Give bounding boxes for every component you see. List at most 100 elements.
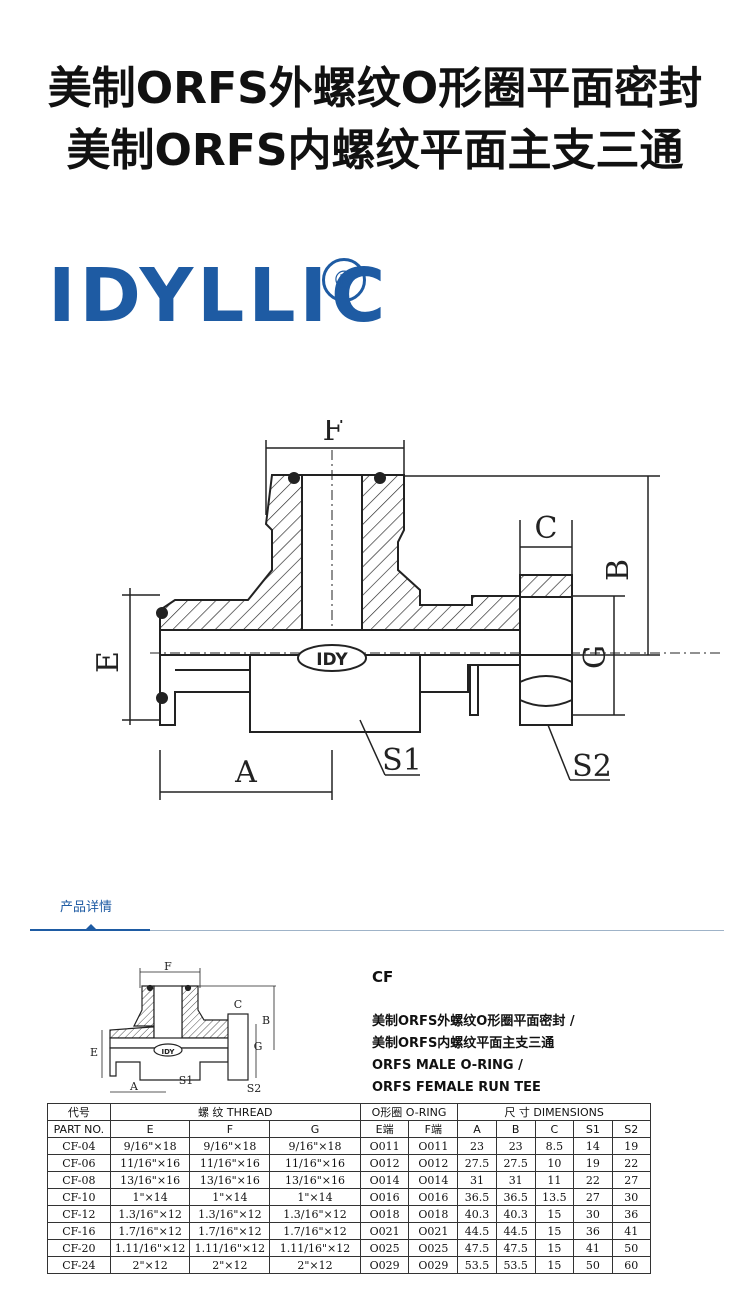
fitting-drawing-small: F C B E G A S1 S2 IDY — [90, 960, 276, 1095]
table-cell: O016 — [408, 1188, 459, 1206]
registered-mark-icon: ® — [322, 258, 366, 302]
table-cell: 2"×12 — [109, 1256, 191, 1274]
table-cell: O012 — [408, 1154, 459, 1172]
header-oring: O形圈 O-RING — [359, 1103, 459, 1121]
table-cell: O021 — [359, 1222, 410, 1240]
page-title-line-1: 美制ORFS外螺纹O形圈平面密封 — [47, 63, 703, 114]
header-s2: S2 — [611, 1120, 652, 1138]
table-cell: 30 — [573, 1205, 613, 1223]
table-cell: O018 — [359, 1205, 410, 1223]
table-cell: 1.3/16"×12 — [269, 1205, 361, 1223]
table-cell: 11/16"×16 — [109, 1154, 191, 1172]
table-cell: 9/16"×18 — [109, 1137, 191, 1155]
table-cell: 1"×14 — [269, 1188, 361, 1206]
header-e-end: E端 — [359, 1120, 410, 1138]
header-f-end: F端 — [408, 1120, 459, 1138]
table-cell: 30 — [611, 1188, 652, 1206]
table-cell: 44.5 — [495, 1222, 536, 1240]
table-cell: 53.5 — [495, 1256, 536, 1274]
table-cell: 10 — [534, 1154, 575, 1172]
table-cell: 47.5 — [495, 1239, 536, 1257]
table-cell: 22 — [573, 1171, 613, 1189]
table-cell: O021 — [408, 1222, 459, 1240]
table-cell: O016 — [359, 1188, 410, 1206]
table-cell: 27.5 — [495, 1154, 536, 1172]
table-cell: 22 — [611, 1154, 652, 1172]
table-cell: 47.5 — [457, 1239, 497, 1257]
table-cell: CF-12 — [47, 1205, 111, 1223]
dim-label-a: A — [234, 755, 257, 790]
small-dim-label-g: G — [254, 1040, 263, 1053]
small-dim-label-s1: S1 — [179, 1074, 194, 1087]
table-cell: 27.5 — [457, 1154, 497, 1172]
table-cell: O025 — [359, 1239, 410, 1257]
table-cell: 15 — [534, 1256, 575, 1274]
table-cell: 1.3/16"×12 — [109, 1205, 191, 1223]
table-cell: 1.7/16"×12 — [109, 1222, 191, 1240]
table-cell: 1"×14 — [109, 1188, 191, 1206]
header-b: B — [495, 1120, 536, 1138]
product-desc-cn-2: 美制ORFS内螺纹平面主支三通 — [372, 1036, 555, 1051]
table-cell: O014 — [359, 1171, 410, 1189]
header-a: A — [457, 1120, 497, 1138]
table-cell: 27 — [611, 1171, 652, 1189]
table-header-row: PART NO. E F G E端 F端 A B C S1 S2 — [47, 1120, 652, 1138]
product-desc-en-1: ORFS MALE O-RING / — [372, 1058, 523, 1073]
body-mark-text: IDY — [316, 650, 348, 670]
table-cell: O029 — [408, 1256, 459, 1274]
header-s1: S1 — [573, 1120, 613, 1138]
small-dim-label-c: C — [234, 998, 242, 1011]
table-cell: 36.5 — [457, 1188, 497, 1206]
table-cell: CF-20 — [47, 1239, 111, 1257]
table-cell: CF-06 — [47, 1154, 111, 1172]
table-cell: 1.7/16"×12 — [189, 1222, 271, 1240]
table-cell: CF-08 — [47, 1171, 111, 1189]
table-cell: O025 — [408, 1239, 459, 1257]
table-cell: 9/16"×18 — [189, 1137, 271, 1155]
dim-label-e: E — [91, 651, 126, 673]
table-cell: 13/16"×16 — [269, 1171, 361, 1189]
table-cell: 1.11/16"×12 — [189, 1239, 271, 1257]
product-code: CF — [372, 968, 394, 986]
small-dim-label-a: A — [129, 1080, 139, 1093]
table-cell: 19 — [611, 1137, 652, 1155]
table-cell: 60 — [611, 1256, 652, 1274]
table-cell: 1"×14 — [189, 1188, 271, 1206]
table-cell: 1.3/16"×12 — [189, 1205, 271, 1223]
table-cell: O018 — [408, 1205, 459, 1223]
product-desc-cn-1: 美制ORFS外螺纹O形圈平面密封 / — [372, 1014, 575, 1029]
table-cell: 41 — [573, 1239, 613, 1257]
dim-label-s1: S1 — [382, 743, 422, 778]
dim-label-s2: S2 — [572, 749, 612, 784]
table-cell: 40.3 — [457, 1205, 497, 1223]
tab-product-details[interactable]: 产品详情 — [60, 900, 113, 915]
table-cell: 23 — [457, 1137, 497, 1155]
table-cell: 14 — [573, 1137, 613, 1155]
table-cell: O014 — [408, 1171, 459, 1189]
table-cell: 1.11/16"×12 — [269, 1239, 361, 1257]
small-dim-label-f: F — [164, 960, 172, 973]
table-cell: 8.5 — [534, 1137, 575, 1155]
table-cell: 36.5 — [495, 1188, 536, 1206]
table-cell: 23 — [495, 1137, 536, 1155]
header-part-no: PART NO. — [47, 1120, 111, 1138]
table-cell: 53.5 — [457, 1256, 497, 1274]
table-cell: 19 — [573, 1154, 613, 1172]
table-cell: 15 — [534, 1222, 575, 1240]
table-cell: 31 — [457, 1171, 497, 1189]
table-cell: 2"×12 — [269, 1256, 361, 1274]
small-dim-label-e: E — [90, 1046, 98, 1059]
header-thread: 螺 纹 THREAD — [109, 1103, 361, 1121]
dim-label-c: C — [535, 511, 558, 546]
table-cell: 36 — [573, 1222, 613, 1240]
dim-label-b: B — [601, 559, 636, 581]
tab-divider — [30, 930, 724, 931]
small-body-mark-text: IDY — [162, 1048, 176, 1056]
table-header-row: 代号 螺 纹 THREAD O形圈 O-RING 尺 寸 DIMENSIONS — [47, 1103, 651, 1121]
